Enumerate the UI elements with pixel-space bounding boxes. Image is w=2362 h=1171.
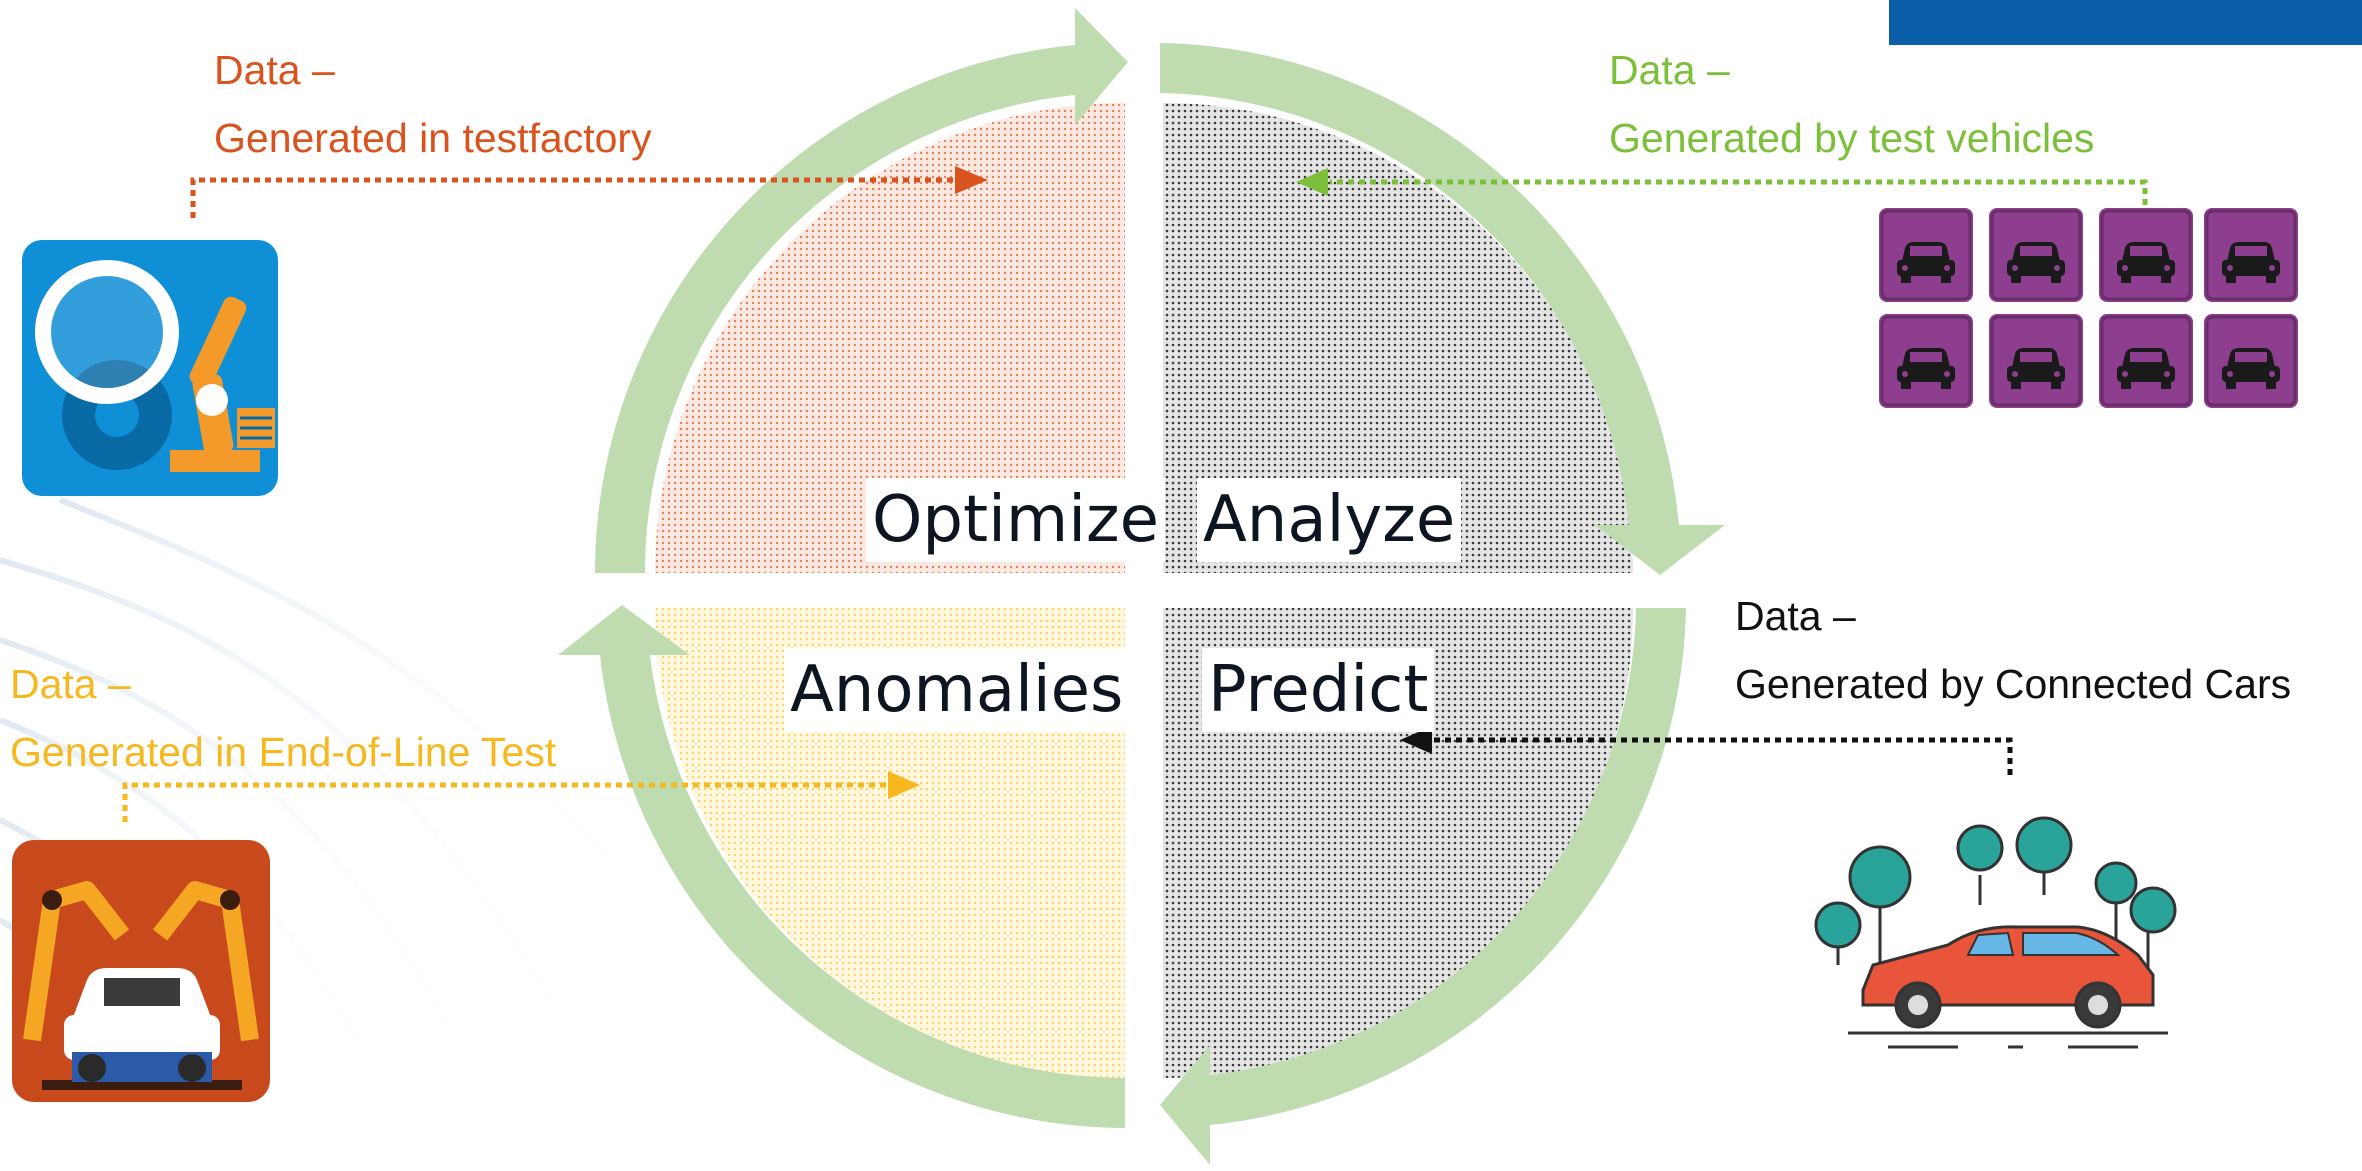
test-vehicles-label: Data – Generated by test vehicles [1609, 36, 2094, 172]
factory-robot-icon [22, 240, 278, 496]
end-of-line-robot-icon [12, 840, 270, 1102]
arrowhead-connected-cars [1400, 726, 1432, 754]
testfactory-title: Data – [214, 47, 335, 93]
quadrant-label-anomalies: Anomalies [784, 648, 1130, 732]
test-vehicles-title: Data – [1609, 47, 1730, 93]
test-vehicles-subtitle: Generated by test vehicles [1609, 115, 2095, 161]
header-banner [1889, 0, 2362, 45]
connected-cars-subtitle: Generated by Connected Cars [1735, 661, 2292, 707]
quadrant-analyze-fill [1163, 103, 1633, 573]
quadrant-label-analyze: Analyze [1197, 478, 1462, 562]
arrowhead-end-of-line [888, 771, 920, 799]
end-of-line-label: Data – Generated in End-of-Line Test [10, 650, 556, 786]
connected-car-icon [1814, 816, 2177, 1049]
arrowhead-test-vehicles [1296, 168, 1328, 196]
test-vehicle-icon [1879, 208, 2299, 410]
connected-cars-label: Data – Generated by Connected Cars [1735, 582, 2291, 718]
cycle-arrows [558, 8, 1725, 1165]
connector-lines [122, 177, 2148, 822]
quadrant-label-predict: Predict [1202, 648, 1435, 732]
arrowhead-testfactory [955, 166, 988, 194]
testfactory-subtitle: Generated in testfactory [214, 115, 652, 161]
connected-cars-title: Data – [1735, 593, 1856, 639]
testfactory-label: Data – Generated in testfactory [214, 36, 652, 172]
end-of-line-title: Data – [10, 661, 131, 707]
quadrant-label-optimize: Optimize [866, 478, 1165, 562]
end-of-line-subtitle: Generated in End-of-Line Test [10, 729, 557, 775]
quadrant-optimize-fill [655, 103, 1125, 573]
